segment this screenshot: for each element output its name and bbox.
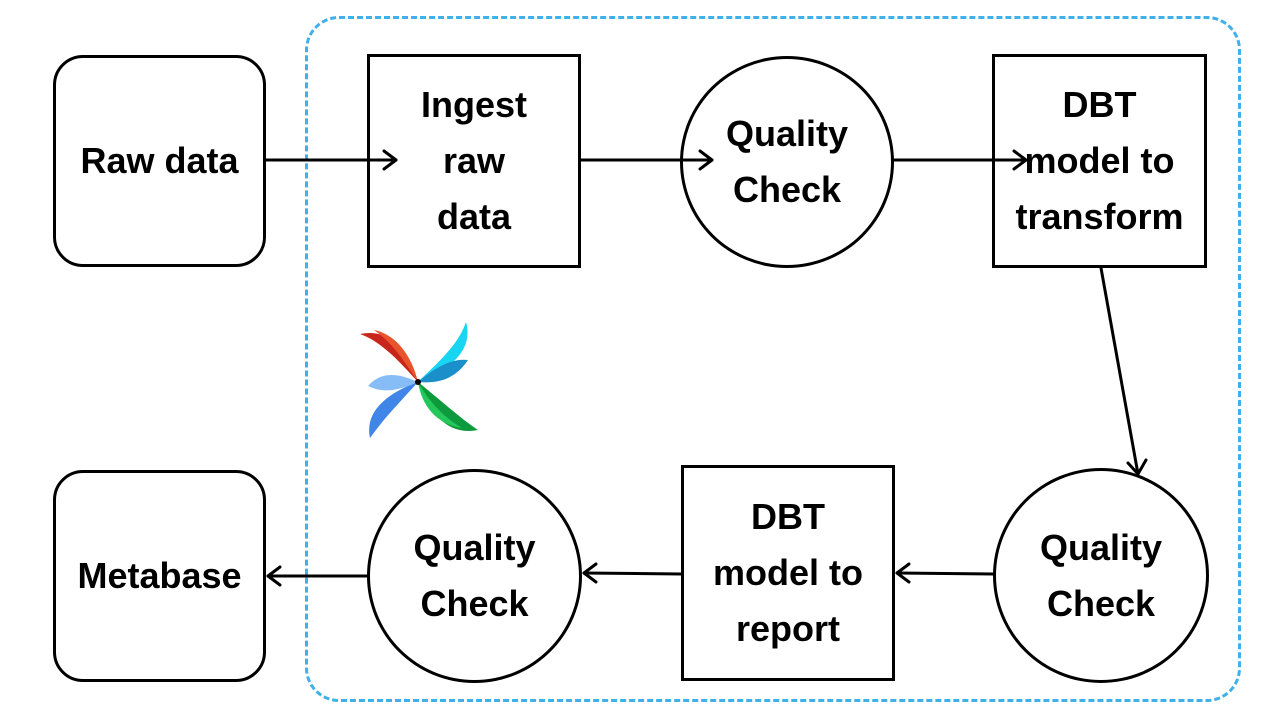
arrow-raw-to-ingest	[264, 149, 398, 171]
arrow-quality-3-to-metabase	[266, 565, 369, 587]
quality-check-3-label: Quality Check	[413, 527, 536, 624]
dbt-transform-label: DBT model to transform	[1015, 84, 1184, 237]
arrow-quality-1-to-dbt-transform	[892, 149, 1028, 171]
arrow-dbt-report-to-quality-3	[582, 562, 683, 584]
arrow-dbt-transform-to-quality-2	[1099, 266, 1148, 476]
arrow-ingest-to-quality-1	[579, 149, 714, 171]
raw-data-node: Raw data	[53, 55, 266, 267]
arrow-quality-2-to-dbt-report	[895, 562, 995, 584]
raw-data-label: Raw data	[80, 140, 239, 182]
pinwheel-logo-icon	[360, 322, 478, 438]
quality-check-2-node: Quality Check	[993, 468, 1209, 683]
dbt-report-node: DBT model to report	[681, 465, 895, 681]
dbt-report-label: DBT model to report	[713, 496, 863, 649]
quality-check-3-node: Quality Check	[367, 469, 582, 683]
quality-check-1-node: Quality Check	[680, 56, 894, 268]
metabase-node: Metabase	[53, 470, 266, 682]
metabase-label: Metabase	[77, 555, 242, 597]
ingest-raw-data-label: Ingest raw data	[420, 84, 527, 237]
pipeline-boundary-frame	[305, 16, 1241, 702]
quality-check-2-label: Quality Check	[1039, 526, 1163, 624]
quality-check-1-label: Quality Check	[725, 113, 849, 210]
dbt-transform-node: DBT model to transform	[992, 54, 1207, 268]
ingest-raw-data-node: Ingest raw data	[367, 54, 581, 268]
